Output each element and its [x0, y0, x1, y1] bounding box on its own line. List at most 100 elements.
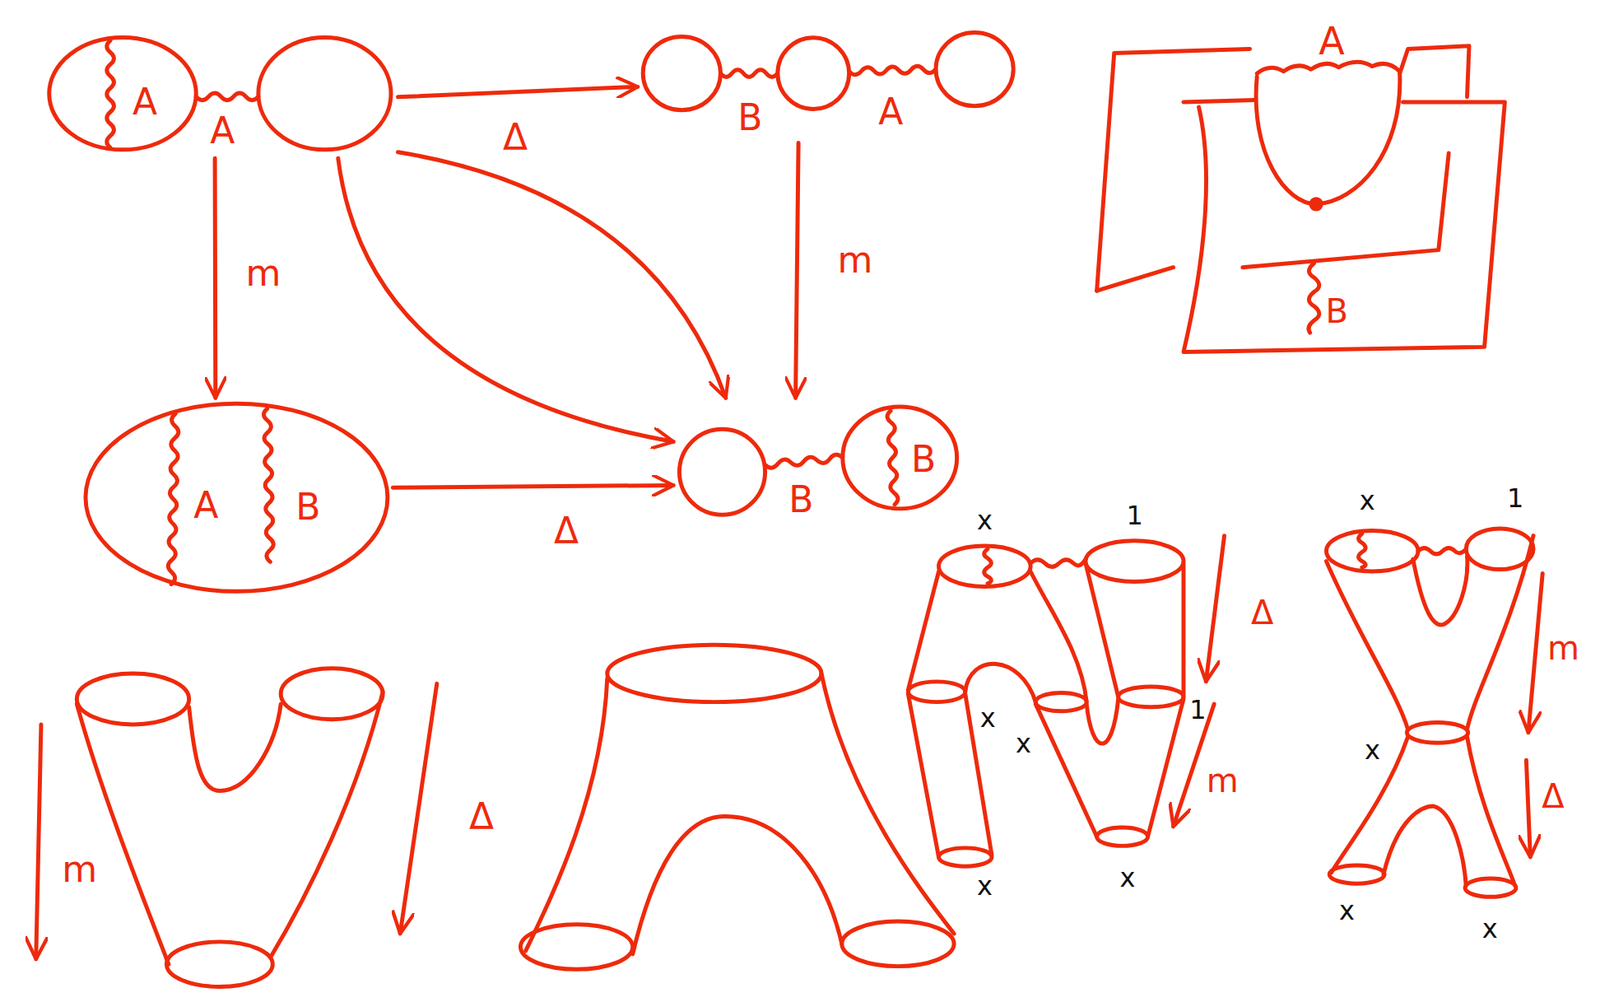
tube-rim: [1465, 528, 1534, 570]
pants-rim: [280, 668, 383, 720]
tube-rim: [1118, 686, 1184, 707]
tube-rim: [1035, 692, 1087, 711]
string-diagram: BB: [673, 398, 964, 523]
pants-rim: [607, 644, 822, 702]
variable-label: x: [1339, 897, 1355, 924]
circle-outline: [637, 30, 1021, 143]
circle-outline: [85, 403, 388, 591]
tube-rim: [1325, 530, 1419, 572]
variable-label: 1: [1506, 484, 1524, 512]
wiggle-line: [848, 65, 935, 75]
variable-label: 1: [1189, 696, 1206, 723]
arrow: [1525, 759, 1531, 857]
pants-line: [525, 673, 955, 954]
string-diagram: AB: [81, 398, 393, 598]
tube-rim: [1465, 878, 1517, 897]
arrow: [1528, 572, 1543, 732]
morphism-arrow: [392, 484, 674, 488]
arrow-label: Δ: [553, 512, 579, 549]
circle-outline: [81, 398, 393, 598]
surface-line: [1097, 267, 1174, 292]
operation-label: m: [61, 851, 98, 888]
surface-wiggle: [1256, 61, 1400, 74]
pants-line: [76, 691, 383, 964]
string-label: B: [788, 481, 814, 518]
operation-label: m: [1547, 631, 1580, 665]
string-label: B: [911, 441, 936, 478]
variable-label: x: [976, 872, 993, 899]
arrow-label: m: [837, 241, 874, 279]
tube-wiggle: [1030, 558, 1086, 567]
wiggle-line: [765, 454, 843, 468]
arrow: [400, 683, 438, 934]
variable-label: x: [1120, 864, 1136, 891]
pants-rim: [841, 920, 954, 967]
tube-line: [1325, 535, 1534, 730]
circle-outline: [49, 37, 197, 150]
arrow-label: m: [245, 255, 281, 292]
operation-label: Δ: [1251, 595, 1274, 629]
pants-rim: [166, 941, 273, 987]
tube-rim: [1329, 865, 1385, 884]
string-label: B: [737, 99, 763, 136]
string-label: A: [209, 112, 235, 149]
surface-line: [1097, 48, 1251, 291]
wiggle-line: [195, 93, 259, 101]
morphism-arrow: [213, 158, 219, 398]
string-label: A: [132, 83, 158, 121]
surface-wiggle: [1308, 263, 1320, 333]
tube-wiggle: [984, 548, 992, 584]
circle-outline: [679, 428, 766, 515]
string-label: A: [193, 487, 219, 524]
surface-dot: [1311, 199, 1321, 210]
string-diagram: AA: [46, 35, 399, 159]
wiggle-line: [264, 408, 275, 562]
morphism-arrow: [398, 86, 638, 97]
arrow: [36, 724, 42, 959]
tube-line: [907, 562, 1184, 703]
tube-rim: [1406, 721, 1468, 743]
circle-outline: [642, 37, 721, 111]
tube-wiggle: [1358, 533, 1367, 568]
surface-line: [1255, 73, 1400, 205]
arrow-label: Δ: [502, 119, 528, 156]
string-label: B: [295, 488, 321, 526]
circle-outline: [777, 37, 850, 110]
circle-outline: [842, 405, 958, 508]
operation-label: A: [1318, 22, 1345, 61]
variable-label: x: [1482, 915, 1498, 942]
variable-label: x: [976, 506, 993, 534]
wiggle-line: [887, 409, 898, 504]
surface-line: [1400, 46, 1470, 98]
wiggle-line: [167, 413, 179, 584]
morphism-arrow: [795, 143, 800, 399]
circle-outline: [935, 32, 1014, 107]
tube-rim: [907, 681, 965, 703]
tube-rim: [939, 847, 992, 866]
circle-outline: [258, 37, 391, 150]
variable-label: x: [1359, 487, 1376, 514]
arrow: [1205, 535, 1224, 682]
operation-label: m: [1206, 763, 1239, 797]
pants-rim: [520, 924, 633, 970]
string-diagram: BA: [637, 30, 1021, 143]
operation-label: Δ: [469, 798, 494, 835]
tube-line: [907, 693, 1184, 857]
pants-rim: [76, 673, 189, 725]
string-label: A: [878, 93, 903, 131]
morphism-arrow: [398, 152, 726, 399]
variable-label: x: [1015, 730, 1032, 757]
tube-rim: [1097, 827, 1149, 846]
wiggle-line: [720, 69, 777, 78]
surface-line: [1183, 99, 1505, 352]
operation-label: B: [1325, 294, 1348, 328]
morphism-arrow: [338, 158, 675, 442]
variable-label: 1: [1125, 502, 1143, 529]
wiggle-line: [106, 41, 115, 149]
tube-rim: [939, 545, 1032, 587]
tube-wiggle: [1418, 548, 1466, 554]
variable-label: x: [1364, 736, 1381, 763]
operation-label: Δ: [1541, 779, 1564, 813]
tube-rim: [1085, 540, 1184, 582]
surface-line: [1242, 153, 1449, 268]
